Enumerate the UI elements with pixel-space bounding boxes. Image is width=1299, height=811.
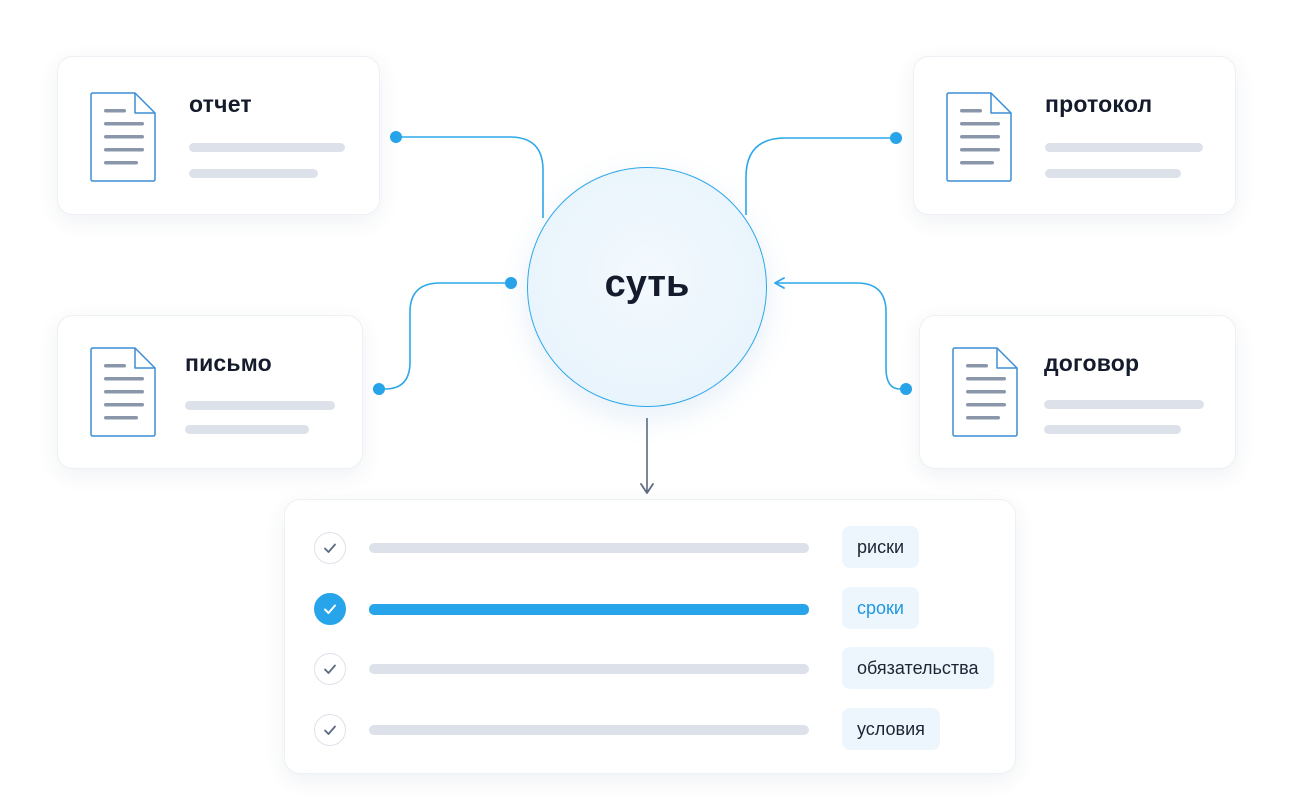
result-line bbox=[369, 664, 809, 674]
document-icon bbox=[90, 347, 156, 437]
document-icon bbox=[90, 92, 156, 182]
result-row-obligations[interactable]: обязательства bbox=[285, 647, 1015, 691]
result-line bbox=[369, 543, 809, 553]
document-card-report[interactable]: отчет bbox=[57, 56, 380, 215]
text-placeholder-line bbox=[1044, 400, 1204, 409]
connector-protocol bbox=[745, 137, 896, 215]
document-title: договор bbox=[1044, 350, 1140, 376]
document-title: отчет bbox=[189, 91, 252, 117]
result-tag: риски bbox=[842, 526, 919, 568]
connector-letter bbox=[379, 282, 511, 390]
result-tag-highlighted: сроки bbox=[842, 587, 919, 629]
essence-hub: суть bbox=[527, 167, 767, 407]
result-line-highlighted bbox=[369, 604, 809, 615]
document-card-protocol[interactable]: протокол bbox=[913, 56, 1236, 215]
result-tag: обязательства bbox=[842, 647, 994, 689]
text-placeholder-line bbox=[1044, 425, 1181, 434]
check-icon[interactable] bbox=[314, 593, 346, 625]
connector-contract bbox=[774, 277, 906, 390]
check-icon[interactable] bbox=[314, 653, 346, 685]
hub-label: суть bbox=[604, 262, 690, 305]
connector-dot-contract bbox=[900, 383, 912, 395]
connector-dot-report bbox=[390, 131, 402, 143]
connector-report bbox=[396, 136, 544, 218]
connector-dot-letter bbox=[373, 383, 385, 395]
document-title: протокол bbox=[1045, 91, 1153, 117]
result-row-risks[interactable]: риски bbox=[285, 526, 1015, 570]
check-icon[interactable] bbox=[314, 532, 346, 564]
text-placeholder-line bbox=[185, 425, 309, 434]
document-icon bbox=[952, 347, 1018, 437]
text-placeholder-line bbox=[185, 401, 335, 410]
check-icon[interactable] bbox=[314, 714, 346, 746]
result-line bbox=[369, 725, 809, 735]
text-placeholder-line bbox=[189, 169, 318, 178]
result-row-deadlines[interactable]: сроки bbox=[285, 587, 1015, 631]
text-placeholder-line bbox=[189, 143, 345, 152]
text-placeholder-line bbox=[1045, 143, 1203, 152]
document-icon bbox=[946, 92, 1012, 182]
document-title: письмо bbox=[185, 350, 272, 376]
document-card-letter[interactable]: письмо bbox=[57, 315, 363, 469]
connector-dot-protocol bbox=[890, 132, 902, 144]
result-tag: условия bbox=[842, 708, 940, 750]
document-card-contract[interactable]: договор bbox=[919, 315, 1236, 469]
text-placeholder-line bbox=[1045, 169, 1181, 178]
connector-dot-letter-hub bbox=[505, 277, 517, 289]
result-row-conditions[interactable]: условия bbox=[285, 708, 1015, 752]
result-card: риски сроки обязательства условия bbox=[284, 499, 1016, 774]
